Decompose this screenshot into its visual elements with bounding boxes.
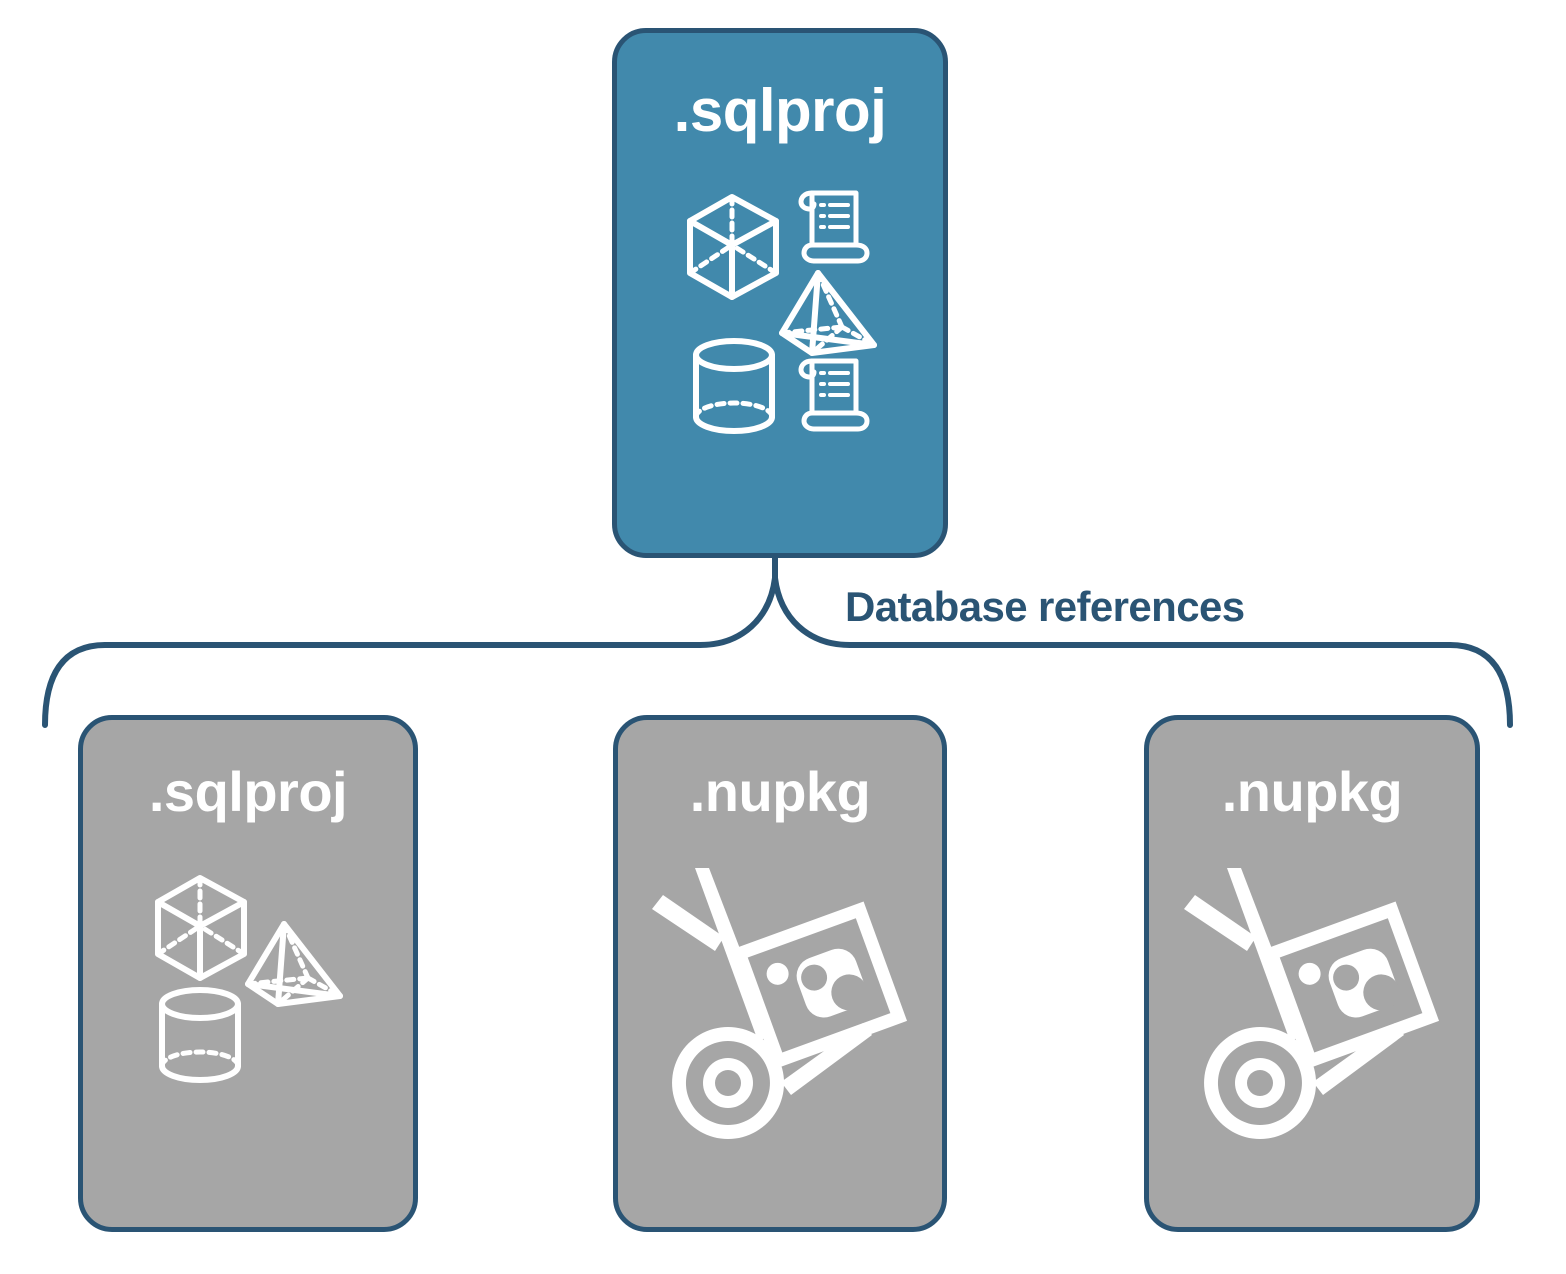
hand-truck-package-icon (652, 868, 908, 1139)
hand-truck-package-icon (1184, 868, 1440, 1139)
root-sqlproj-icon-group (617, 183, 943, 463)
brace-end-left (42, 642, 108, 728)
pyramid-wireframe-icon (779, 270, 877, 356)
brace-end-right (1447, 642, 1513, 728)
root-sqlproj-title: .sqlproj (673, 77, 887, 144)
reference-sqlproj-icon-group (83, 860, 413, 1090)
reference-nupkg-2-title: .nupkg (1221, 760, 1403, 823)
cylinder-wireframe-icon (159, 987, 241, 1083)
cube-wireframe-icon (687, 194, 779, 300)
reference-nupkg-1-icon-group (618, 860, 942, 1139)
brace-peak-right (772, 575, 853, 648)
reference-nupkg-1-title: .nupkg (689, 760, 871, 823)
database-references-label: Database references (845, 583, 1245, 630)
reference-nupkg-1-card[interactable]: .nupkg (613, 715, 947, 1232)
cube-wireframe-icon (155, 875, 247, 981)
reference-nupkg-2-card[interactable]: .nupkg (1144, 715, 1480, 1232)
reference-nupkg-2-icon-group (1149, 860, 1475, 1139)
scroll-script-icon (798, 358, 870, 432)
reference-sqlproj-title: .sqlproj (148, 760, 348, 823)
cylinder-wireframe-icon (693, 338, 775, 434)
brace-peak-left (697, 575, 778, 648)
root-sqlproj-card[interactable]: .sqlproj (612, 28, 948, 558)
scroll-script-icon (798, 190, 870, 264)
pyramid-wireframe-icon (245, 921, 343, 1007)
reference-sqlproj-card[interactable]: .sqlproj (78, 715, 418, 1232)
